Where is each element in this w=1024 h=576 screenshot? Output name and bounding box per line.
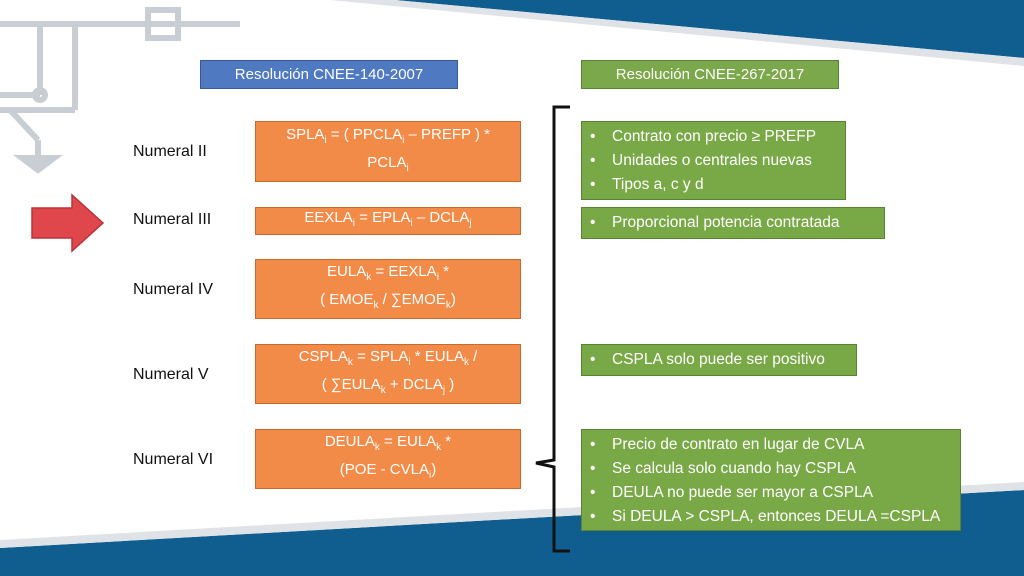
- numeral-iii-label: Numeral III: [133, 211, 212, 228]
- note-item: Si DEULA > CSPLA, entonces DEULA =CSPLA: [590, 505, 950, 529]
- note-item: Proporcional potencia contratada: [590, 211, 874, 235]
- red-arrow-icon: [31, 193, 105, 253]
- note-box-numeral-iii: Proporcional potencia contratada: [581, 207, 885, 239]
- curly-bracket: [535, 105, 570, 553]
- note-item: Unidades o centrales nuevas: [590, 149, 835, 173]
- circuit-graphic: [0, 7, 240, 174]
- note-box-numeral-v: CSPLA solo puede ser positivo: [581, 344, 857, 376]
- header-left: Resolución CNEE-140-2007: [200, 60, 458, 89]
- header-right: Resolución CNEE-267-2017: [581, 60, 839, 89]
- note-box-numeral-ii: Contrato con precio ≥ PREFP Unidades o c…: [581, 121, 846, 200]
- formula-box-spla: SPLAi = ( PPCLAi – PREFP ) * PCLAi: [255, 121, 521, 182]
- numeral-ii-label: Numeral II: [133, 143, 207, 160]
- note-item: Tipos a, c y d: [590, 173, 835, 197]
- note-item: DEULA no puede ser mayor a CSPLA: [590, 481, 950, 505]
- formula-box-eula: EULAk = EEXLAi * ( EMOEk / ∑EMOEk): [255, 259, 521, 319]
- formula-box-deula: DEULAk = EULAk * (POE - CVLAi): [255, 429, 521, 489]
- note-item: Se calcula solo cuando hay CSPLA: [590, 457, 950, 481]
- note-item: Contrato con precio ≥ PREFP: [590, 125, 835, 149]
- formula-box-eexla: EEXLAi = EPLAi – DCLAj: [255, 207, 521, 235]
- numeral-iv-label: Numeral IV: [133, 281, 214, 298]
- formula-box-cspla: CSPLAk = SPLAi * EULAk / ( ∑EULAk + DCLA…: [255, 344, 521, 404]
- numeral-vi-label: Numeral VI: [133, 451, 214, 468]
- note-item: CSPLA solo puede ser positivo: [590, 348, 846, 372]
- note-item: Precio de contrato en lugar de CVLA: [590, 433, 950, 457]
- top-grey-band: [330, 0, 1024, 66]
- note-box-numeral-vi: Precio de contrato en lugar de CVLA Se c…: [581, 429, 961, 531]
- numeral-v-label: Numeral V: [133, 366, 209, 383]
